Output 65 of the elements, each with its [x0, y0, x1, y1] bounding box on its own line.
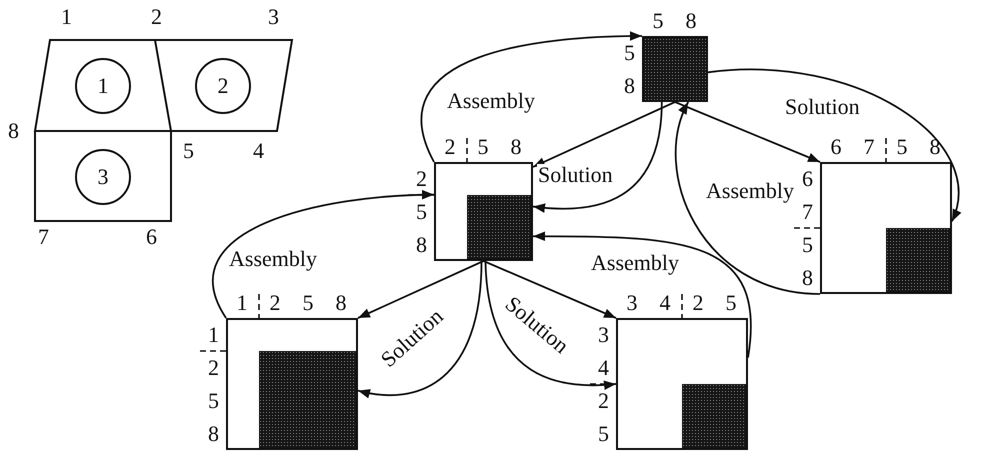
column-index: 3: [626, 292, 638, 314]
edge-label: Assembly: [590, 252, 680, 274]
matrix-box: [616, 318, 748, 450]
column-index: 8: [510, 136, 522, 158]
node-number: 1: [61, 6, 72, 28]
row-index: 2: [416, 168, 427, 190]
column-index: 5: [652, 10, 664, 32]
row-index: 8: [208, 422, 219, 444]
row-index: 5: [802, 234, 813, 256]
row-index: 7: [802, 200, 813, 222]
node-number: 7: [38, 226, 49, 248]
node-number: 8: [8, 120, 19, 142]
curved-arrow: [708, 68, 960, 222]
matrix-box: [642, 36, 708, 102]
matrix-box: [820, 162, 952, 294]
curved-arrow: [212, 190, 434, 318]
numbered-circle: 2: [195, 58, 251, 114]
row-index: 5: [416, 200, 427, 222]
node-number: 4: [253, 140, 264, 162]
edge-label: Assembly: [446, 90, 536, 112]
column-index: 8: [336, 292, 346, 314]
column-index: 1: [236, 292, 248, 314]
curved-arrow: [420, 31, 642, 162]
curved-arrow: [484, 260, 616, 390]
column-index: 6: [830, 136, 842, 158]
arrow: [532, 101, 676, 168]
row-index: 1: [208, 324, 219, 346]
row-index: 5: [208, 390, 219, 412]
row-index: 3: [598, 324, 609, 346]
row-index: 8: [802, 266, 813, 288]
node-number: 5: [183, 140, 194, 162]
column-index: 2: [692, 292, 704, 314]
row-index: 2: [598, 390, 609, 412]
column-index: 8: [686, 10, 696, 32]
row-index: 2: [208, 356, 219, 378]
curved-arrow: [533, 231, 752, 358]
row-index: 8: [624, 74, 635, 96]
column-index: 2: [444, 136, 456, 158]
column-index: 5: [896, 136, 908, 158]
node-number: 2: [151, 6, 162, 28]
row-index: 8: [416, 234, 427, 256]
curved-arrow: [675, 102, 820, 295]
node-number: 3: [268, 6, 279, 28]
row-index: 5: [624, 42, 635, 64]
column-index: 5: [302, 292, 314, 314]
row-index: 6: [802, 168, 813, 190]
arrow: [483, 260, 616, 319]
edge-label: Assembly: [228, 248, 318, 270]
node-number: 6: [146, 226, 157, 248]
edge-label: Assembly: [705, 180, 795, 202]
row-index: 4: [598, 356, 609, 378]
column-index: 5: [478, 136, 488, 158]
column-index: 7: [864, 136, 874, 158]
matrix-box: [434, 162, 533, 261]
curved-arrow: [532, 102, 663, 213]
column-index: 5: [726, 292, 736, 314]
curved-arrow: [358, 260, 482, 398]
numbered-circle: 1: [75, 58, 131, 114]
row-index: 5: [598, 422, 609, 444]
column-index: 2: [270, 292, 280, 314]
arrow: [674, 101, 820, 163]
matrix-box: [226, 318, 358, 450]
column-index: 4: [660, 292, 670, 314]
arrow: [358, 260, 484, 319]
numbered-circle: 3: [75, 149, 131, 205]
